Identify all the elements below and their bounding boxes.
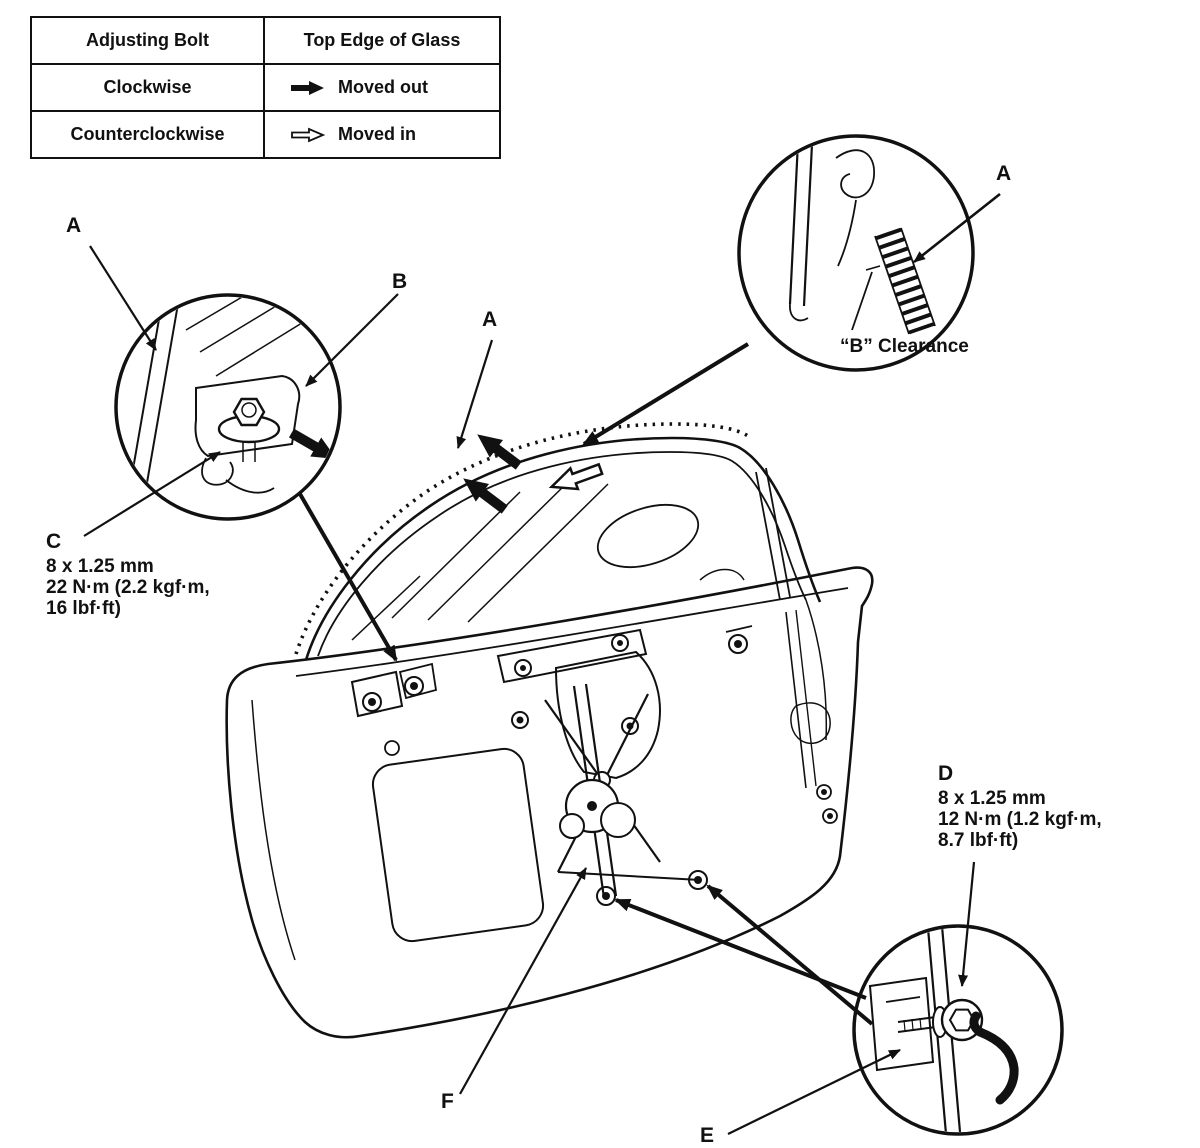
spec-c-torque-lbf: 16 lbf·ft) [46, 598, 121, 619]
label-leader-lines [83, 192, 1001, 1135]
spec-d-torque-lbf: 8.7 lbf·ft) [938, 830, 1019, 851]
moved-out-arrow-icon [463, 478, 508, 514]
outline-right-arrow-icon [291, 127, 325, 142]
label-a-glass-edge: A [66, 214, 82, 237]
window-frame-and-glass [294, 422, 822, 789]
callout-b-clearance [737, 134, 975, 372]
torque-spec-d: 8 x 1.25 mm 12 N·m (1.2 kgf·m, 8.7 lbf·f… [938, 788, 1102, 851]
adjustment-table: Adjusting Bolt Top Edge of Glass Clockwi… [30, 16, 501, 159]
label-b-clearance: “B” Clearance [840, 336, 969, 357]
glass-movement-arrows [463, 434, 604, 514]
spec-d-size: 8 x 1.25 mm [938, 788, 1046, 809]
callout-adjusting-bolt [114, 293, 342, 521]
table-header-top-edge: Top Edge of Glass [263, 16, 501, 65]
table-row-counterclockwise: Counterclockwise Moved in [30, 110, 501, 159]
label-a-door-top: A [482, 308, 498, 331]
label-b-adjusting-bolt: B [392, 270, 408, 293]
table-header-row: Adjusting Bolt Top Edge of Glass [30, 16, 501, 65]
callout-connector-lines [298, 342, 874, 1026]
spec-d-torque: 12 N·m (1.2 kgf·m, [938, 809, 1102, 830]
adjust-direction-arrow-icon [288, 428, 337, 459]
moved-out-label: Moved out [338, 77, 428, 97]
callout-regulator-bolt [852, 924, 1064, 1136]
moved-in-arrow-icon [548, 462, 604, 491]
solid-right-arrow-icon [291, 80, 324, 95]
label-f-rail: F [441, 1090, 454, 1113]
label-c-bolt: C [46, 530, 62, 553]
table-row-clockwise: Clockwise Moved out [30, 63, 501, 112]
spec-c-size: 8 x 1.25 mm [46, 556, 154, 577]
spec-c-torque: 22 N·m (2.2 kgf·m, [46, 577, 210, 598]
torque-spec-c: 8 x 1.25 mm 22 N·m (2.2 kgf·m, 16 lbf·ft… [46, 556, 210, 619]
moved-out-arrow-icon [477, 434, 522, 470]
table-cell-moved-in: Moved in [263, 110, 501, 159]
label-d-bolt: D [938, 762, 954, 785]
label-e-bracket: E [700, 1124, 715, 1147]
table-cell-counterclockwise: Counterclockwise [30, 110, 265, 159]
table-cell-clockwise: Clockwise [30, 63, 265, 112]
door-panel-outline [225, 566, 874, 1039]
table-header-adjusting-bolt: Adjusting Bolt [30, 16, 265, 65]
regulator-mechanism [350, 625, 838, 943]
table-cell-moved-out: Moved out [263, 63, 501, 112]
moved-in-label: Moved in [338, 124, 417, 144]
label-a-run-channel: A [996, 162, 1012, 185]
